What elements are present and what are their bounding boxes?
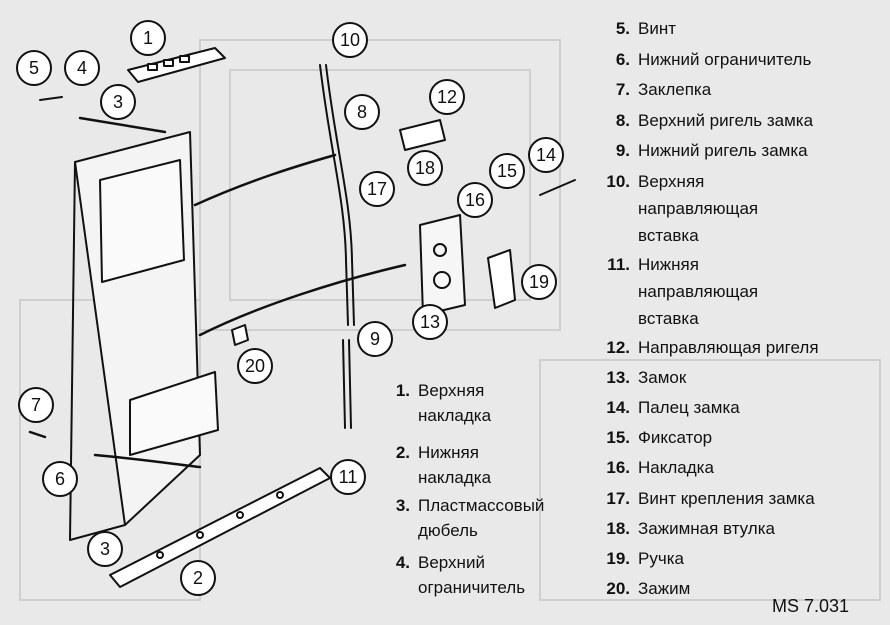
callout-label: 18 xyxy=(415,158,435,178)
callout-3a xyxy=(100,84,136,120)
callout-8 xyxy=(344,94,380,130)
callout-label: 13 xyxy=(420,312,440,332)
callout-19 xyxy=(521,264,557,300)
callout-11 xyxy=(330,459,366,495)
callout-4 xyxy=(64,50,100,86)
callout-10 xyxy=(332,22,368,58)
callout-1 xyxy=(130,20,166,56)
callout-7 xyxy=(18,387,54,423)
callout-20 xyxy=(237,348,273,384)
callout-label: 1 xyxy=(143,28,153,48)
callout-label: 12 xyxy=(437,87,457,107)
callout-label: 9 xyxy=(370,329,380,349)
callout-5 xyxy=(16,50,52,86)
callout-label: 3 xyxy=(113,92,123,112)
callout-6 xyxy=(42,461,78,497)
pin-part xyxy=(539,179,576,196)
lower-lock-rod xyxy=(342,339,352,429)
callout-label: 20 xyxy=(245,356,265,376)
upper-lock-rod xyxy=(319,64,355,326)
callout-label: 5 xyxy=(29,58,39,78)
callout-12 xyxy=(429,79,465,115)
callout-label: 7 xyxy=(31,395,41,415)
callout-label: 3 xyxy=(100,539,110,559)
callout-label: 14 xyxy=(536,145,556,165)
upper-cover-part xyxy=(127,47,226,83)
door-panel xyxy=(69,131,219,541)
callout-13 xyxy=(412,304,448,340)
callout-label: 16 xyxy=(465,190,485,210)
handle-part xyxy=(487,249,516,309)
callout-14 xyxy=(528,137,564,173)
callout-18 xyxy=(407,150,443,186)
callout-label: 4 xyxy=(77,58,87,78)
callout-label: 11 xyxy=(339,467,358,487)
figure-code: MS 7.031 xyxy=(772,596,850,616)
screw-part xyxy=(39,96,63,101)
callout-label: 17 xyxy=(367,179,387,199)
callout-label: 2 xyxy=(193,568,203,588)
callout-label: 10 xyxy=(340,30,360,50)
callout-label: 6 xyxy=(55,469,65,489)
clamp-part xyxy=(231,324,249,346)
callout-label: 8 xyxy=(357,102,367,122)
callout-16 xyxy=(457,182,493,218)
callout-label: 19 xyxy=(529,272,549,292)
callout-3b xyxy=(87,531,123,567)
guide-part xyxy=(399,119,446,151)
lower-cover-part xyxy=(109,467,331,588)
callout-15 xyxy=(489,153,525,189)
lock-body xyxy=(419,214,466,316)
callout-17 xyxy=(359,171,395,207)
leader-lines xyxy=(28,116,407,469)
callout-2 xyxy=(180,560,216,596)
callout-label: 15 xyxy=(497,161,517,181)
callout-9 xyxy=(357,321,393,357)
